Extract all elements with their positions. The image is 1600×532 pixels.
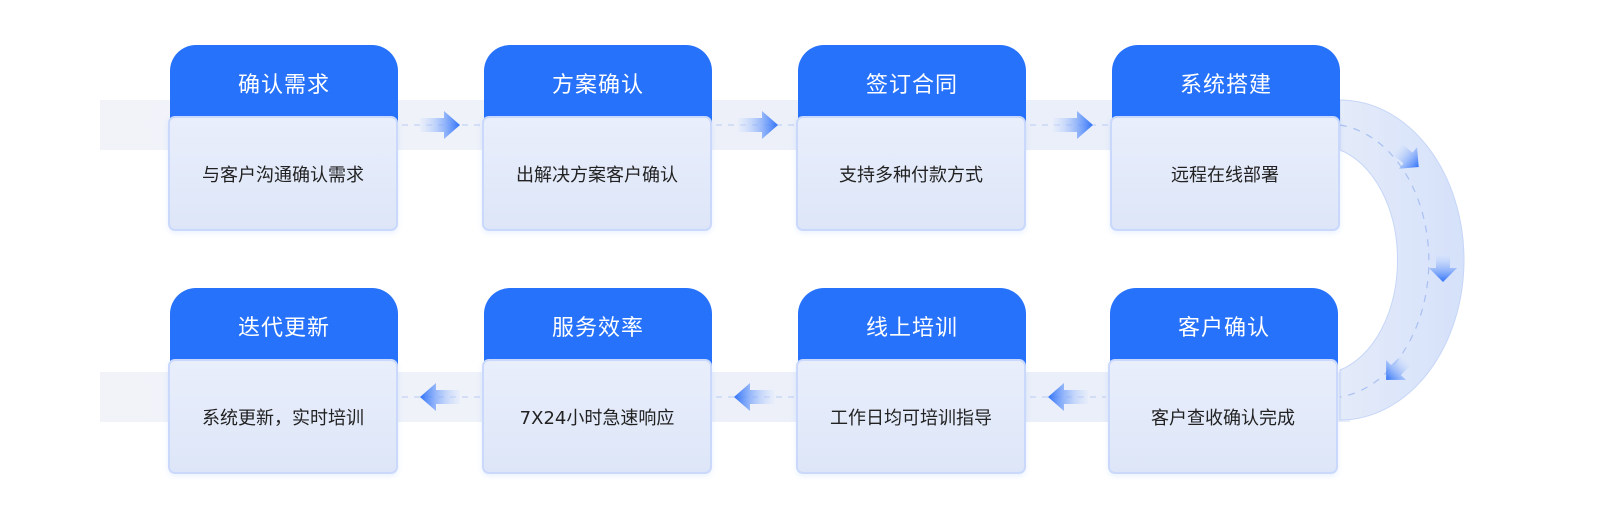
step-description: 支持多种付款方式: [796, 116, 1026, 231]
arc-arrow-icon: [1429, 254, 1457, 282]
step-title: 系统搭建: [1112, 45, 1340, 125]
step-description: 出解决方案客户确认: [482, 116, 712, 231]
step-description: 系统更新，实时培训: [168, 359, 398, 474]
step-card-6: 线上培训 工作日均可培训指导: [796, 288, 1026, 476]
step-card-2: 方案确认 出解决方案客户确认: [482, 45, 712, 233]
step-card-5: 客户确认 客户查收确认完成: [1108, 288, 1338, 476]
step-description: 远程在线部署: [1110, 116, 1340, 231]
step-description: 客户查收确认完成: [1108, 359, 1338, 474]
step-title: 线上培训: [798, 288, 1026, 368]
arrow-right-icon: [1053, 111, 1093, 139]
return-arc-dashes: [1339, 124, 1430, 398]
arrow-left-icon: [420, 383, 460, 411]
step-card-4: 系统搭建 远程在线部署: [1110, 45, 1340, 233]
arrow-left-icon: [734, 383, 774, 411]
step-title: 服务效率: [484, 288, 712, 368]
step-description: 与客户沟通确认需求: [168, 116, 398, 231]
step-card-7: 服务效率 7X24小时急速响应: [482, 288, 712, 476]
arrow-left-icon: [1048, 383, 1088, 411]
step-card-1: 确认需求 与客户沟通确认需求: [168, 45, 398, 233]
step-title: 客户确认: [1110, 288, 1338, 368]
step-title: 确认需求: [170, 45, 398, 125]
step-description: 7X24小时急速响应: [482, 359, 712, 474]
arc-arrow-icon: [1386, 355, 1411, 380]
step-title: 方案确认: [484, 45, 712, 125]
arc-arrow-icon: [1392, 143, 1419, 169]
step-title: 迭代更新: [170, 288, 398, 368]
return-arc: [1339, 99, 1465, 421]
arrow-right-icon: [738, 111, 778, 139]
step-card-3: 签订合同 支持多种付款方式: [796, 45, 1026, 233]
arrow-right-icon: [420, 111, 460, 139]
step-title: 签订合同: [798, 45, 1026, 125]
step-card-8: 迭代更新 系统更新，实时培训: [168, 288, 398, 476]
step-description: 工作日均可培训指导: [796, 359, 1026, 474]
